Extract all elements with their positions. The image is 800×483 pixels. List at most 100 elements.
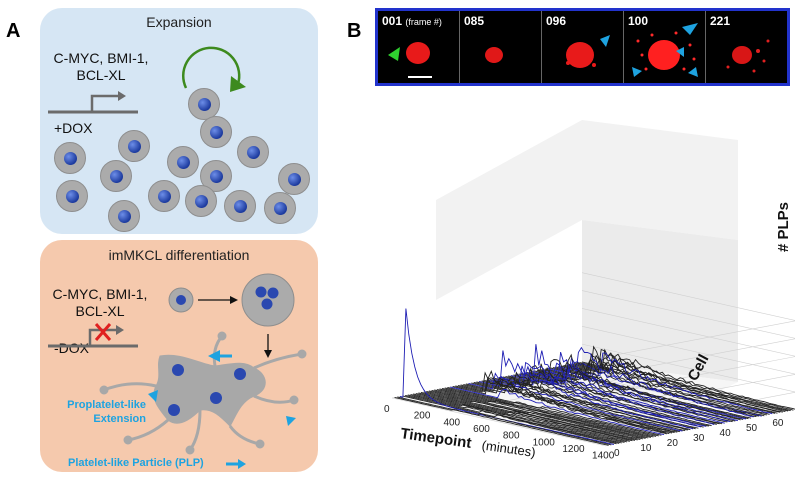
panel-b-letter: B [347,20,362,42]
cell-trace [423,391,638,441]
cell [264,192,296,224]
nucleus [172,364,184,376]
side-pane [582,220,738,382]
frame-image [726,39,770,73]
cell-trace [526,353,741,421]
cell [188,88,220,120]
plp-dot [566,61,570,65]
cell-trace [397,396,612,446]
cell-trace [521,359,736,422]
y-tick-label: 30 [693,433,705,444]
y-tick-label: 60 [772,418,784,429]
x-tick-label: 1400 [592,451,615,462]
cell-trace [444,387,659,437]
x-tick-label: 1000 [533,437,556,448]
platelet-particle [289,395,299,405]
differentiation-title: imMKCL differentiation [108,247,250,263]
progenitor-nucleus [176,295,186,305]
frame-panel: 221 [706,11,787,83]
cyan-arrowhead-icon [600,35,610,47]
expansion-panel: Expansion C-MYC, BMI-1, BCL-XL +DOX [40,8,318,234]
cyan-arrowhead-icon [676,47,684,57]
plp-dot [688,43,692,47]
cell [167,146,199,178]
differentiation-genes: C-MYC, BMI-1, BCL-XL [44,286,156,320]
cycle-arrow-icon [181,46,241,89]
grid-line [497,377,712,427]
cell-trace [452,370,667,435]
x-tick-label: 0 [384,404,390,415]
expansion-title: Expansion [146,14,212,30]
cell-trace [447,387,662,436]
plp-dot [674,31,678,35]
plp-arrow-icon [238,459,246,469]
maturation-arrowhead-icon [264,350,272,358]
nucleus [210,392,222,404]
proplatelet-network [99,331,307,455]
x-tick-label: 400 [443,417,460,428]
nucleus [267,287,279,299]
cell-trace [441,388,657,437]
expansion-gene-line1: C-MYC, BMI-1, [53,50,149,66]
y-tick-label: 50 [746,423,758,434]
expansion-genes: C-MYC, BMI-1, BCL-XL [46,50,156,84]
differentiation-gene-line1: C-MYC, BMI-1, [52,286,148,302]
grid-line [581,272,795,358]
cell-fluorescence [485,47,503,63]
extension-label: Proplatelet-like Extension [54,398,146,426]
nucleus [261,298,273,310]
cell-trace [471,380,686,432]
cell-trace [460,381,675,433]
frame-label: 001 (frame #) [382,14,442,28]
platelet-particle [297,349,307,359]
cell-trace [431,390,646,439]
plp-dot [752,69,756,73]
promoter-arrow-icon [90,94,118,112]
cell [56,180,88,212]
cyan-arrow-icon [632,67,642,77]
cell-trace [410,394,625,443]
plp-dot [692,57,696,61]
proplatelet-extension [228,425,261,446]
cycle-arrowhead-icon [230,76,246,92]
cell-trace [468,372,683,432]
plp-dot [650,33,654,37]
y-tick-label: 40 [720,428,732,439]
expansion-gene-line2: BCL-XL [76,67,126,83]
grid-line [391,397,607,447]
y-tick-label: 20 [667,438,679,449]
cell-traces [394,308,795,446]
transition-arrowhead-icon [230,296,238,304]
plp-dot [762,59,766,63]
timelapse-strip: 001 (frame #) 085 096 [375,8,790,86]
platelet-particle [185,445,195,455]
frame-panel: 100 [624,11,706,83]
frame-panel: 085 [460,11,542,83]
cell [54,142,86,174]
blocked-x-icon-stroke [94,323,112,341]
cell-fluorescence [566,42,594,68]
cell [118,130,150,162]
promoter-arrowhead-icon [116,325,124,335]
frame-image [388,42,432,78]
plp-label: Platelet-like Particle (PLP) [68,457,204,469]
cell-trace [484,378,699,429]
expansion-dox: +DOX [54,120,93,136]
cell [100,160,132,192]
cell-fluorescence [406,42,430,64]
cell [278,163,310,195]
plp-dot [756,49,760,53]
cell-trace [465,382,681,433]
cell [200,160,232,192]
annotation-arrowhead-icon [148,390,158,402]
cell-trace [402,395,617,445]
cell-trace [478,350,694,430]
cell-trace [434,389,649,439]
x-axis-label: Timepoint [399,425,472,452]
promoter-arrowhead-icon [118,91,126,101]
differentiation-dox: -DOX [54,340,89,356]
differentiation-gene-line2: BCL-XL [75,303,125,319]
differentiation-panel: imMKCL differentiation C-MYC, BMI-1, BCL… [40,240,318,472]
frame-number: 221 [710,14,731,28]
